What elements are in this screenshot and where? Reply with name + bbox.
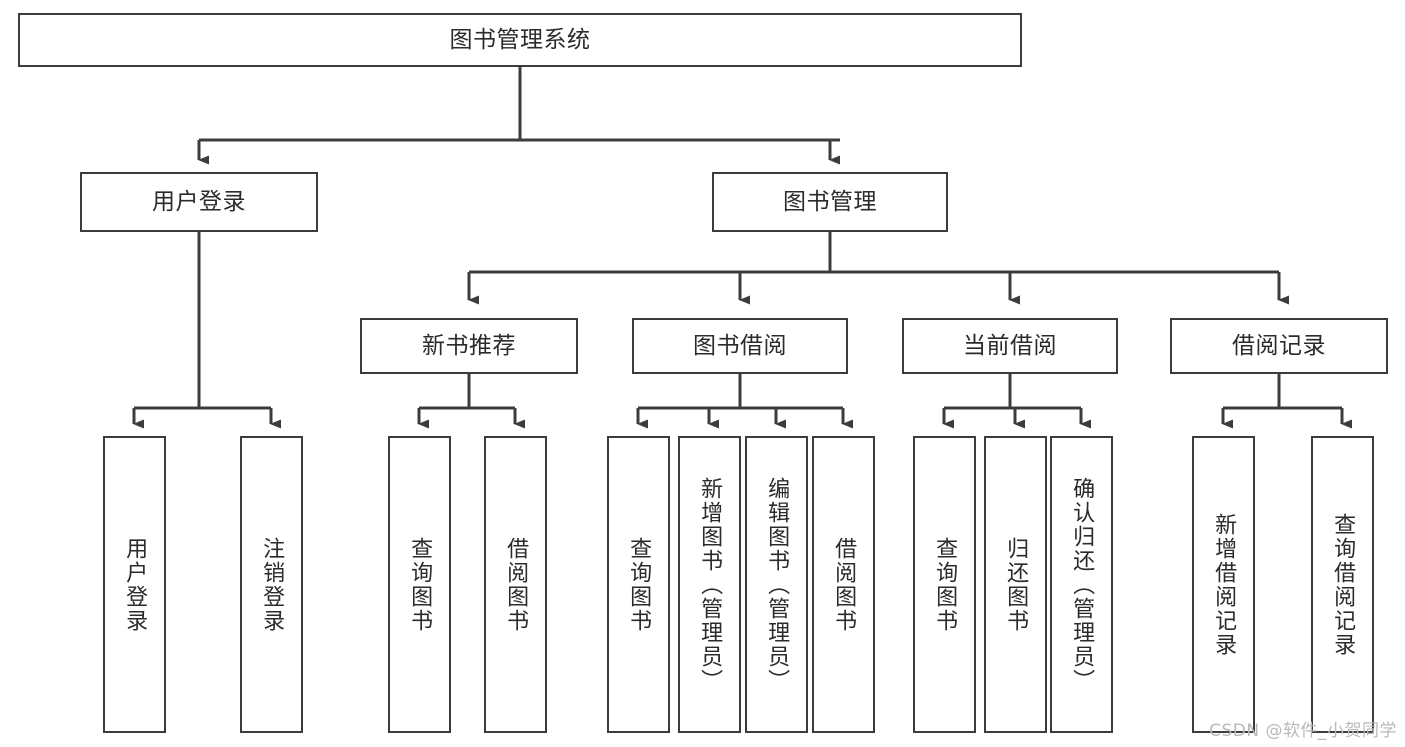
node-borrow-book-2-label: 借阅图书 — [831, 536, 857, 633]
node-root-label: 图书管理系统 — [449, 26, 591, 53]
node-borrow-record-label: 借阅记录 — [1232, 332, 1326, 359]
node-borrow-book-2[interactable]: 借阅图书 — [812, 436, 875, 733]
node-user-login-label: 用户登录 — [152, 188, 246, 215]
node-book-manage[interactable]: 图书管理 — [712, 172, 948, 232]
node-user-logout-leaf[interactable]: 注销登录 — [240, 436, 303, 733]
node-return-book-label: 归还图书 — [1003, 536, 1029, 633]
node-borrow-book-1-label: 借阅图书 — [503, 536, 529, 633]
node-query-book-1[interactable]: 查询图书 — [388, 436, 451, 733]
node-return-book[interactable]: 归还图书 — [984, 436, 1047, 733]
node-user-logout-leaf-label: 注销登录 — [259, 536, 285, 633]
node-new-book-recommend[interactable]: 新书推荐 — [360, 318, 578, 374]
node-add-book-admin[interactable]: 新增图书（管理员） — [678, 436, 741, 733]
node-query-book-1-label: 查询图书 — [407, 536, 433, 633]
node-add-book-admin-label: 新增图书（管理员） — [697, 476, 723, 693]
node-user-login-leaf-label: 用户登录 — [122, 536, 148, 633]
node-edit-book-admin[interactable]: 编辑图书（管理员） — [745, 436, 808, 733]
node-current-borrow[interactable]: 当前借阅 — [902, 318, 1118, 374]
node-user-login-leaf[interactable]: 用户登录 — [103, 436, 166, 733]
node-book-manage-label: 图书管理 — [783, 188, 877, 215]
node-borrow-record[interactable]: 借阅记录 — [1170, 318, 1388, 374]
node-book-borrow-label: 图书借阅 — [693, 332, 787, 359]
node-book-borrow[interactable]: 图书借阅 — [632, 318, 848, 374]
csdn-watermark: CSDN @软件_小贺同学 — [1209, 721, 1397, 741]
node-query-borrow-record[interactable]: 查询借阅记录 — [1311, 436, 1374, 733]
node-root[interactable]: 图书管理系统 — [18, 13, 1022, 67]
node-confirm-return-admin[interactable]: 确认归还（管理员） — [1050, 436, 1113, 733]
node-new-book-recommend-label: 新书推荐 — [422, 332, 516, 359]
node-add-borrow-record-label: 新增借阅记录 — [1211, 512, 1237, 657]
node-query-book-2[interactable]: 查询图书 — [607, 436, 670, 733]
node-query-book-3[interactable]: 查询图书 — [913, 436, 976, 733]
node-borrow-book-1[interactable]: 借阅图书 — [484, 436, 547, 733]
node-edit-book-admin-label: 编辑图书（管理员） — [764, 476, 790, 693]
node-current-borrow-label: 当前借阅 — [963, 332, 1057, 359]
node-add-borrow-record[interactable]: 新增借阅记录 — [1192, 436, 1255, 733]
node-query-book-2-label: 查询图书 — [626, 536, 652, 633]
node-user-login[interactable]: 用户登录 — [80, 172, 318, 232]
node-query-borrow-record-label: 查询借阅记录 — [1330, 512, 1356, 657]
node-confirm-return-admin-label: 确认归还（管理员） — [1069, 476, 1095, 693]
node-query-book-3-label: 查询图书 — [932, 536, 958, 633]
